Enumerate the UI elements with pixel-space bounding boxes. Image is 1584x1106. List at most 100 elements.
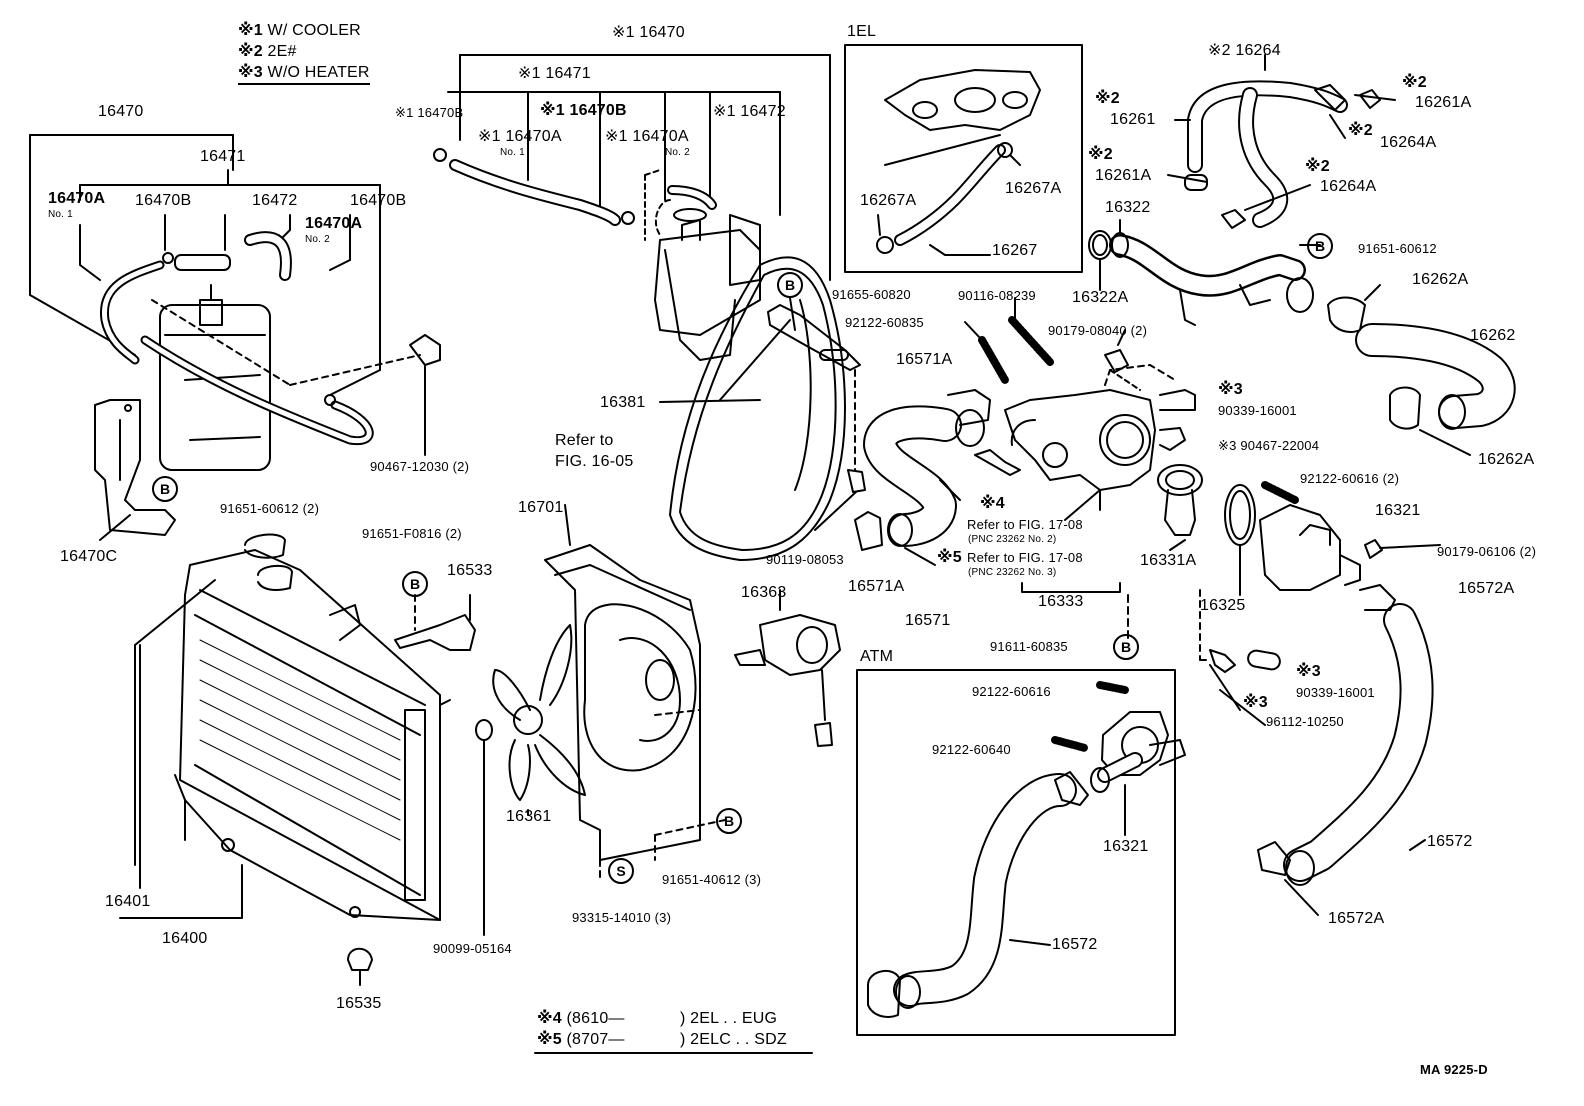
fan-blade-16361 bbox=[492, 624, 586, 816]
radiator bbox=[119, 533, 451, 921]
label-s16264a2-mark: ※2 bbox=[1305, 158, 1330, 175]
label-s3-mark-a: ※3 bbox=[1218, 381, 1243, 398]
label-16322a: 16322A bbox=[1072, 289, 1129, 306]
label-90119-08053: 90119-08053 bbox=[766, 552, 844, 567]
label-90099-05164: 90099-05164 bbox=[433, 941, 512, 956]
ref-pnc-b: (PNC 23262 No. 3) bbox=[968, 567, 1057, 578]
label-16321-right: 16321 bbox=[1375, 502, 1421, 519]
label-s4-mark: ※4 bbox=[980, 495, 1005, 512]
label-16264a-top: 16264A bbox=[1380, 134, 1437, 151]
ref-fig-16-05-line2: FIG. 16-05 bbox=[555, 453, 634, 470]
label-c16471: ※1 16471 bbox=[518, 65, 591, 82]
label-s3-mark-c: ※3 bbox=[1243, 694, 1268, 711]
note-1-text: W/ COOLER bbox=[267, 22, 361, 39]
footnote-5: ※5 (8707— ) 2ELC . . SDZ bbox=[537, 1031, 787, 1049]
ref-pnc-a: (PNC 23262 No. 2) bbox=[968, 534, 1057, 545]
footnote-4: ※4 (8610— ) 2EL . . EUG bbox=[537, 1010, 777, 1028]
label-16572a-top: 16572A bbox=[1458, 580, 1515, 597]
label-16470a-right-no: No. 2 bbox=[305, 234, 330, 245]
symbol-b-tank: B bbox=[152, 476, 178, 502]
bolt-90119 bbox=[814, 469, 866, 531]
label-16470: 16470 bbox=[98, 103, 144, 120]
fan-motor-16363 bbox=[734, 589, 841, 747]
label-c16470a-1-no: No. 1 bbox=[500, 147, 525, 158]
label-16470b-left: 16470B bbox=[135, 192, 192, 209]
label-16262a: 16262A bbox=[1478, 451, 1535, 468]
label-16400: 16400 bbox=[162, 930, 208, 947]
reserve-tank bbox=[151, 254, 421, 471]
label-16571a-top: 16571A bbox=[896, 351, 953, 368]
note-1: ※1 W/ COOLER bbox=[238, 22, 361, 40]
reserve-tank-hoses bbox=[100, 231, 374, 446]
label-16401: 16401 bbox=[105, 893, 151, 910]
label-16470b-right: 16470B bbox=[350, 192, 407, 209]
footnote-4-mark: ※4 bbox=[537, 1010, 562, 1027]
label-c16470: ※1 16470 bbox=[612, 24, 685, 41]
label-16470a-right: 16470A bbox=[305, 215, 363, 232]
label-c16472: ※1 16472 bbox=[713, 103, 786, 120]
symbol-b-drain: B bbox=[1113, 634, 1139, 660]
label-c16470a-1: ※1 16470A bbox=[478, 128, 562, 145]
label-91651-f0816: 91651-F0816 (2) bbox=[362, 526, 462, 541]
label-16701: 16701 bbox=[518, 499, 564, 516]
ref-fig-16-05-line1: Refer to bbox=[555, 432, 614, 449]
label-92122-60616: 92122-60616 bbox=[972, 684, 1051, 699]
label-90179-06106: 90179-06106 (2) bbox=[1437, 544, 1537, 559]
footnote-5-serial: (8707— bbox=[566, 1031, 625, 1048]
note-2-text: 2E# bbox=[267, 43, 297, 60]
label-16267a-left: 16267A bbox=[860, 192, 917, 209]
el-inset bbox=[844, 44, 1083, 273]
label-16261: 16261 bbox=[1110, 111, 1156, 128]
label-91651-40612: 91651-40612 (3) bbox=[662, 872, 762, 887]
label-16322: 16322 bbox=[1105, 199, 1151, 216]
label-16267: 16267 bbox=[992, 242, 1038, 259]
reserve-tank-leaders bbox=[29, 134, 381, 396]
label-92122-60640: 92122-60640 bbox=[932, 742, 1011, 757]
hose-16572-right bbox=[1257, 584, 1434, 916]
footnote-4-model: ) 2EL . . EUG bbox=[680, 1010, 778, 1027]
label-16572-atm: 16572 bbox=[1052, 936, 1098, 953]
label-92122-60835: 92122-60835 bbox=[845, 315, 924, 330]
label-16381: 16381 bbox=[600, 394, 646, 411]
figure-id: MA 9225-D bbox=[1420, 1062, 1488, 1077]
hose-16571 bbox=[854, 389, 991, 566]
symbol-s-shroud: S bbox=[608, 858, 634, 884]
label-s5-mark: ※5 bbox=[937, 549, 962, 566]
note-1-mark: ※1 bbox=[238, 22, 263, 39]
symbol-b-shroud: B bbox=[716, 808, 742, 834]
label-16325: 16325 bbox=[1200, 597, 1246, 614]
label-16571a-bottom: 16571A bbox=[848, 578, 905, 595]
section-1el: 1EL bbox=[847, 23, 877, 40]
label-16472-left: 16472 bbox=[252, 192, 298, 209]
label-90179-08040: 90179-08040 (2) bbox=[1048, 323, 1148, 338]
label-s16261a-mark: ※2 bbox=[1402, 74, 1427, 91]
note-3: ※3 W/O HEATER bbox=[238, 64, 370, 85]
label-16571: 16571 bbox=[905, 612, 951, 629]
label-16572: 16572 bbox=[1427, 833, 1473, 850]
label-c16470b-2: ※1 16470B bbox=[540, 102, 627, 119]
symbol-b-pipe: B bbox=[1307, 233, 1333, 259]
label-16261a: 16261A bbox=[1095, 167, 1152, 184]
note-2-mark: ※2 bbox=[238, 43, 263, 60]
label-93315-14010: 93315-14010 (3) bbox=[572, 910, 672, 925]
ref-fig-17-08-a: Refer to FIG. 17-08 bbox=[967, 517, 1083, 532]
atm-inset bbox=[856, 669, 1186, 1036]
label-s16261a2-mark: ※2 bbox=[1088, 146, 1113, 163]
belt-bracket-16381 bbox=[659, 297, 861, 471]
symbol-b-bracket: B bbox=[402, 571, 428, 597]
section-atm: ATM bbox=[860, 648, 894, 665]
footnote-4-serial: (8610— bbox=[566, 1010, 625, 1027]
note-3-mark: ※3 bbox=[238, 64, 263, 81]
plug-90099 bbox=[475, 719, 493, 936]
cooler-hoses bbox=[433, 148, 717, 226]
label-s16264a-mark: ※2 bbox=[1348, 122, 1373, 139]
label-16470a-left-no: No. 1 bbox=[48, 209, 73, 220]
studs bbox=[964, 297, 1299, 504]
label-16572a: 16572A bbox=[1328, 910, 1385, 927]
label-16471: 16471 bbox=[200, 148, 246, 165]
label-s3-mark-b: ※3 bbox=[1296, 663, 1321, 680]
label-16261a-top: 16261A bbox=[1415, 94, 1472, 111]
label-16535: 16535 bbox=[336, 995, 382, 1012]
